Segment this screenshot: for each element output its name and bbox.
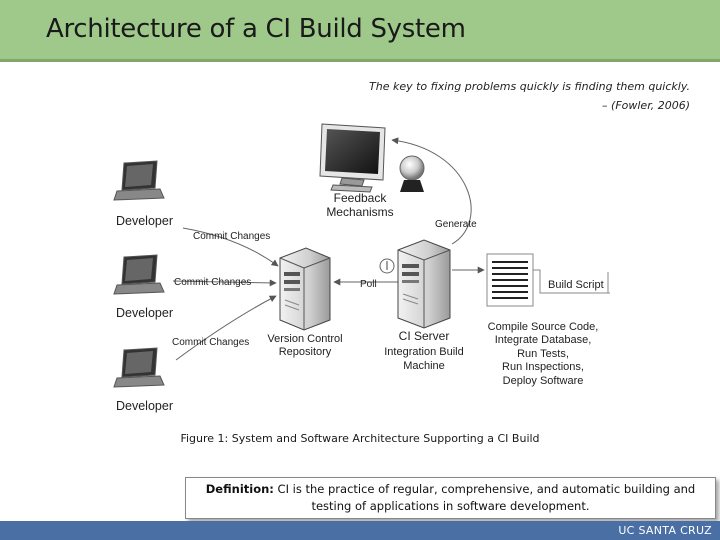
slide-title: Architecture of a CI Build System bbox=[46, 14, 466, 44]
commit-arrow-1 bbox=[182, 227, 279, 267]
developer-laptop-3: Developer bbox=[113, 347, 173, 413]
developer-laptop-2: Developer bbox=[113, 254, 173, 320]
generate-label: Generate bbox=[435, 219, 477, 230]
developer-label: Developer bbox=[116, 214, 173, 228]
build-script-label: Build Script bbox=[548, 279, 604, 291]
server-tower-icon bbox=[279, 247, 331, 331]
definition-text: CI is the practice of regular, comprehen… bbox=[273, 482, 696, 513]
task-item: Compile Source Code, bbox=[488, 321, 599, 333]
server-tower-icon bbox=[397, 239, 451, 329]
task-item: Integrate Database, bbox=[495, 334, 592, 346]
commit-arrow-3 bbox=[175, 295, 277, 361]
feedback-label-line1: Feedback bbox=[334, 191, 388, 205]
definition-box: Definition: CI is the practice of regula… bbox=[185, 477, 716, 519]
ci-server-label-line1: CI Server bbox=[399, 329, 450, 343]
commit-arrow-2 bbox=[172, 279, 277, 287]
laptop-icon bbox=[113, 254, 165, 295]
footer-label: UC SANTA CRUZ bbox=[618, 524, 712, 537]
ci-architecture-diagram: Developer Developer Developer Commit Cha… bbox=[113, 123, 610, 413]
build-script: Build Script bbox=[486, 253, 610, 307]
ci-server-label-line2: Integration Build bbox=[384, 346, 464, 358]
document-icon bbox=[486, 253, 534, 307]
quote-text: The key to fixing problems quickly is fi… bbox=[369, 80, 690, 93]
quote: The key to fixing problems quickly is fi… bbox=[369, 77, 690, 115]
clock-icon bbox=[379, 258, 395, 274]
task-item: Run Inspections, bbox=[502, 361, 584, 373]
vcr-label-line1: Version Control bbox=[267, 333, 342, 345]
laptop-icon bbox=[113, 347, 165, 388]
footer-bar: UC SANTA CRUZ bbox=[0, 521, 720, 540]
laptop-icon bbox=[113, 160, 165, 201]
commit-label-1: Commit Changes bbox=[193, 231, 270, 242]
generate-arrow bbox=[391, 137, 472, 245]
feedback-label-line2: Mechanisms bbox=[326, 205, 393, 219]
figure-caption: Figure 1: System and Software Architectu… bbox=[180, 432, 540, 445]
build-tasks: Compile Source Code, Integrate Database,… bbox=[488, 321, 599, 387]
developer-laptop-1: Developer bbox=[113, 160, 173, 228]
commit-label-2: Commit Changes bbox=[174, 277, 251, 288]
ci-server-label-line3: Machine bbox=[403, 360, 445, 372]
developer-label: Developer bbox=[116, 306, 173, 320]
monitor-icon bbox=[319, 123, 386, 193]
version-control-server: Version Control Repository bbox=[267, 247, 343, 358]
poll-label: Poll bbox=[360, 279, 377, 290]
feedback-mechanisms: Feedback Mechanisms bbox=[319, 123, 425, 219]
definition-term: Definition: bbox=[205, 482, 274, 496]
task-item: Run Tests, bbox=[517, 348, 569, 360]
ci-server: CI Server Integration Build Machine bbox=[384, 239, 464, 372]
commit-label-3: Commit Changes bbox=[172, 337, 249, 348]
developer-label: Developer bbox=[116, 399, 173, 413]
lamp-icon bbox=[399, 155, 425, 192]
vcr-label-line2: Repository bbox=[279, 346, 332, 358]
title-bar: Architecture of a CI Build System bbox=[0, 0, 720, 62]
task-item: Deploy Software bbox=[503, 375, 584, 387]
quote-attribution: – (Fowler, 2006) bbox=[602, 99, 690, 112]
